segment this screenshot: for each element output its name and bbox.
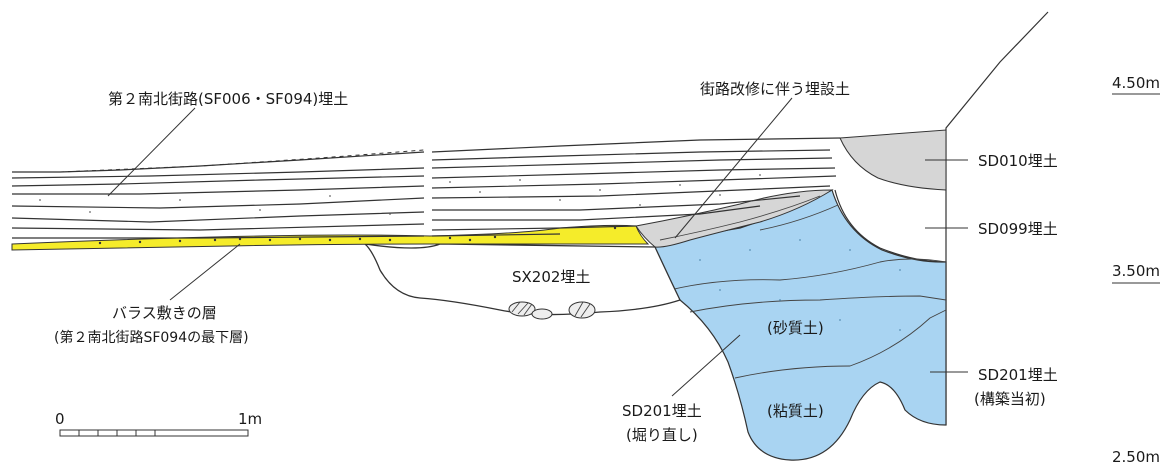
label-sx202: SX202埋土: [512, 268, 590, 286]
ditch-stratum-2: [689, 295, 947, 313]
elevation-350: 3.50m: [1112, 262, 1160, 280]
scale-zero: 0: [55, 410, 65, 428]
scale-bar: [59, 429, 249, 437]
ditch-stratum-1: [669, 258, 947, 291]
road-stipple: [39, 174, 761, 215]
label-sd201-redug-1: SD201埋土: [622, 402, 702, 420]
label-sandy: (砂質土): [767, 319, 824, 337]
label-sd201-orig-1: SD201埋土: [978, 366, 1058, 384]
leader-sd201-redug: [671, 334, 741, 397]
gravel-layer: [11, 224, 650, 251]
stones: [508, 301, 596, 320]
ditch-stratum-3: [734, 309, 947, 379]
stone-2: [531, 308, 553, 320]
sx202-pit: [362, 243, 681, 316]
label-gravel-2: (第２南北街路SF094の最下層): [54, 329, 249, 346]
repair-fill-inner: [659, 195, 821, 241]
label-sd010: SD010埋土: [978, 152, 1058, 170]
leader-road: [107, 107, 196, 197]
label-sd201-orig-2: (構築当初): [974, 390, 1046, 408]
elevation-450: 4.50m: [1112, 74, 1160, 92]
label-repair-fill: 街路改修に伴う埋設土: [700, 80, 850, 98]
ditch-stratum-4: [759, 204, 839, 231]
gravel-dots: [98, 226, 617, 245]
leader-gravel: [169, 243, 241, 301]
label-road-fill: 第２南北街路(SF006・SF094)埋土: [108, 90, 348, 108]
leader-lines: [107, 97, 968, 397]
ground-slope-line: [945, 11, 1049, 425]
scale-one: 1m: [238, 410, 262, 428]
road-surface-dashed: [59, 149, 425, 173]
ditch-stipple: [699, 239, 901, 331]
sd010-fill-area: [839, 129, 947, 191]
label-clayey: (粘質土): [767, 402, 824, 420]
label-gravel-1: バラス敷きの層: [112, 304, 217, 322]
elevation-250: 2.50m: [1112, 448, 1160, 466]
road-strata: [11, 137, 841, 239]
label-sd099: SD099埋土: [978, 220, 1058, 238]
leader-repair: [674, 97, 793, 239]
label-sd201-redug-2: (堀り直し): [626, 426, 698, 444]
